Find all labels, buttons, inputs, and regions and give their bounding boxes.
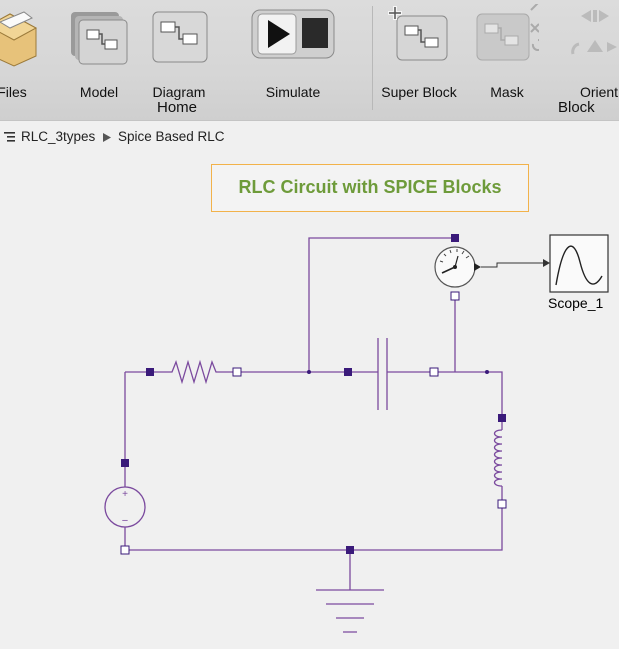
super-block-icon [388, 6, 448, 61]
orient-icon [571, 10, 617, 55]
folder-icon [0, 11, 38, 67]
source-minus-sign: − [122, 515, 128, 527]
model-button[interactable]: Model [67, 4, 131, 100]
chevron-right-icon [103, 133, 111, 142]
diagram-icon [152, 11, 208, 63]
play-stop-icon [251, 9, 335, 59]
home-group-label: Home [157, 99, 198, 116]
scope-label: Scope_1 [548, 295, 604, 311]
list-icon [4, 132, 15, 142]
port-open [497, 499, 507, 509]
port-filled [121, 459, 129, 467]
signal-line [481, 259, 550, 268]
wires [124, 237, 503, 590]
super-block-button[interactable]: Super Block [380, 4, 458, 100]
mask-button[interactable]: Mask [474, 4, 540, 100]
files-button[interactable]: Files [0, 4, 44, 100]
diagram-title: RLC Circuit with SPICE Blocks [211, 164, 529, 212]
ground-symbol[interactable] [316, 589, 384, 633]
orient-label: Orient [579, 84, 619, 100]
port-open [450, 291, 460, 301]
diagram-button[interactable]: Diagram [147, 4, 211, 100]
port-filled [451, 234, 459, 242]
simulate-label: Simulate [265, 84, 321, 100]
port-open [120, 545, 130, 555]
diagram-label: Diagram [152, 84, 206, 100]
simulate-button[interactable]: Simulate [238, 4, 348, 100]
port-open [232, 367, 242, 377]
ports [120, 234, 507, 555]
voltmeter-sensor[interactable] [434, 246, 481, 288]
ribbon-toolbar: Files Model Diagram Home Simula [0, 0, 619, 121]
junction-dot [307, 370, 311, 374]
resistor[interactable] [154, 359, 233, 385]
port-filled [498, 414, 506, 422]
files-label: Files [0, 84, 27, 100]
breadcrumb-item-rlc-3types[interactable]: RLC_3types [21, 129, 96, 144]
block-group-label: Block [558, 99, 595, 116]
port-open [429, 367, 439, 377]
voltage-source[interactable]: + − [104, 467, 146, 546]
model-label: Model [79, 84, 119, 100]
inductor[interactable] [493, 422, 503, 500]
port-filled [344, 368, 352, 376]
scope-block[interactable] [549, 234, 609, 293]
orient-button[interactable]: Orient [562, 4, 619, 100]
ribbon-separator [372, 6, 373, 110]
capacitor[interactable] [352, 338, 430, 410]
mask-icon [476, 4, 539, 61]
model-icon [71, 12, 128, 65]
breadcrumb-item-spice-based-rlc[interactable]: Spice Based RLC [118, 129, 225, 144]
port-filled [146, 368, 154, 376]
port-filled [346, 546, 354, 554]
mask-label: Mask [490, 84, 524, 100]
source-plus-sign: + [122, 489, 128, 500]
junction-dot [485, 370, 489, 374]
super-block-label: Super Block [381, 84, 457, 100]
